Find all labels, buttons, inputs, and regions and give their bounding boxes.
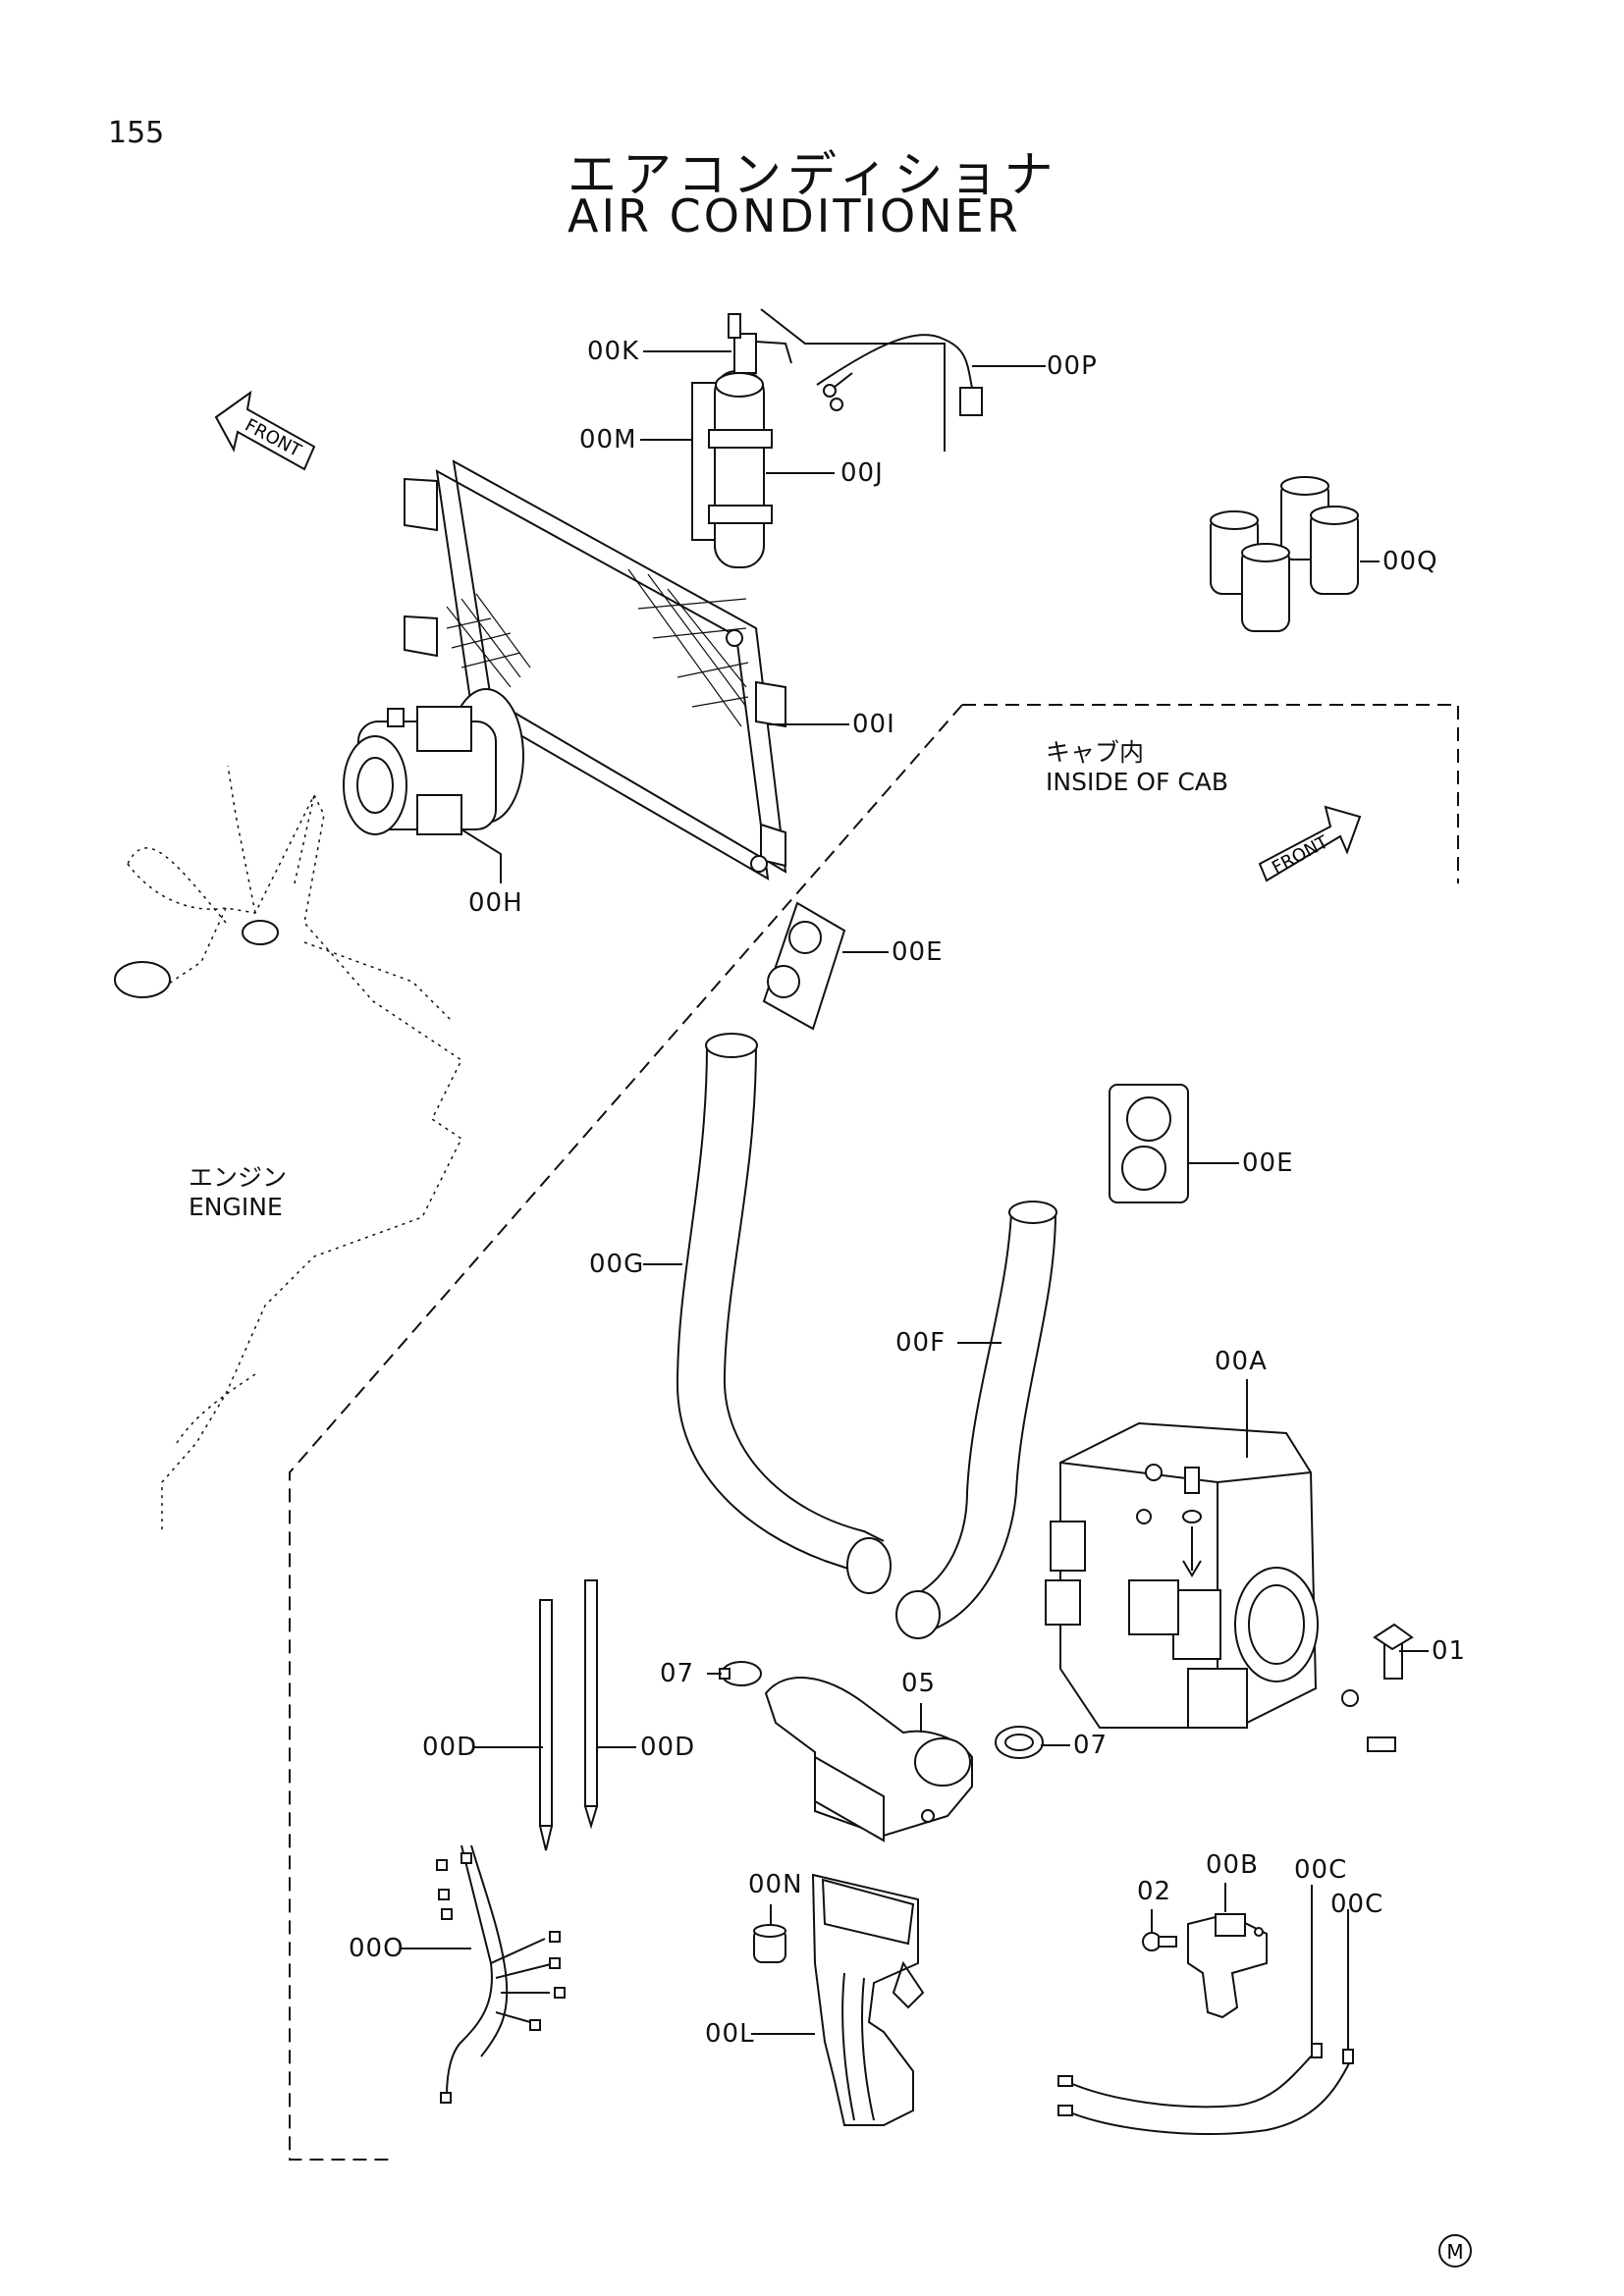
engine-area-label-en: ENGINE xyxy=(189,1193,283,1221)
callout-02: 02 xyxy=(1137,1877,1172,1906)
pressure-switch-harness xyxy=(760,308,983,452)
thermostat-bracket xyxy=(1187,1912,1268,2019)
callout-07-left: 07 xyxy=(660,1659,695,1688)
screw-02 xyxy=(1142,1932,1177,1951)
callout-00b: 00B xyxy=(1206,1850,1259,1880)
callout-00m: 00M xyxy=(579,425,637,454)
svg-text:M: M xyxy=(1446,2240,1463,2264)
callout-07-right: 07 xyxy=(1073,1731,1109,1760)
grommet-00n xyxy=(753,1924,786,1963)
callout-00o: 00O xyxy=(349,1934,405,1963)
callout-01: 01 xyxy=(1432,1636,1467,1666)
leader-lines xyxy=(401,350,1429,2050)
compressor xyxy=(343,688,524,883)
air-conditioner-unit xyxy=(1045,1421,1319,1729)
callout-00g: 00G xyxy=(589,1250,645,1279)
engine-area-label-ja: エンジン xyxy=(189,1163,288,1192)
receiver-parts-set xyxy=(1210,476,1359,632)
callout-00k: 00K xyxy=(587,337,640,366)
page-title: AIR CONDITIONER xyxy=(568,189,1021,242)
callout-00h: 00H xyxy=(468,888,523,918)
cab-area-label-en: INSIDE OF CAB xyxy=(1046,768,1229,796)
grommet-plate-lower xyxy=(1109,1084,1189,1203)
callout-00a: 00A xyxy=(1215,1347,1268,1376)
cab-boundary-diagonal xyxy=(289,704,963,2161)
condenser-core-grid xyxy=(446,568,749,727)
cab-area-label: キャブ内 INSIDE OF CAB xyxy=(1046,738,1228,797)
condenser xyxy=(404,459,787,881)
callout-00f: 00F xyxy=(895,1328,947,1358)
page-title-japanese: エアコンディショナ xyxy=(568,146,1059,203)
engine-area-label: エンジン ENGINE xyxy=(189,1163,287,1222)
callout-00p: 00P xyxy=(1047,351,1098,381)
front-arrow-cab: FRONT xyxy=(1258,805,1362,882)
callout-00j: 00J xyxy=(840,458,884,488)
callout-00c-left: 00C xyxy=(1294,1855,1348,1885)
footer-mark: M xyxy=(1438,2234,1472,2268)
hose-clamp-07-left xyxy=(719,1661,762,1686)
cab-area-label-ja: キャブ内 xyxy=(1046,738,1145,767)
callout-00e-upper: 00E xyxy=(892,937,944,967)
callout-05: 05 xyxy=(901,1669,937,1698)
front-arrow-top-left: FRONT xyxy=(214,390,316,471)
callout-00q: 00Q xyxy=(1382,547,1438,576)
page-number: 155 xyxy=(108,116,165,150)
duct-hose-g xyxy=(676,1033,892,1594)
wire-harness xyxy=(436,1844,566,2104)
drain-rods xyxy=(538,1579,599,1851)
callout-00c-right: 00C xyxy=(1330,1890,1384,1919)
cab-boundary-line xyxy=(962,704,1459,883)
drain-hoses xyxy=(1057,2043,1354,2135)
duct-00l xyxy=(811,1873,925,2126)
callout-00e-lower: 00E xyxy=(1242,1148,1294,1178)
svg-text:FRONT: FRONT xyxy=(1269,831,1332,879)
duct-hose-f xyxy=(895,1201,1057,1639)
hose-clamp-07-right xyxy=(995,1726,1044,1759)
callout-00d-right: 00D xyxy=(640,1733,696,1762)
bolt-01 xyxy=(1341,1623,1414,1752)
callout-00d-left: 00D xyxy=(422,1733,478,1762)
engine-outline xyxy=(114,765,462,1531)
callout-00n: 00N xyxy=(748,1870,803,1899)
callout-00i: 00I xyxy=(852,710,895,739)
grommet-plate-upper xyxy=(762,901,846,1031)
callout-00l: 00L xyxy=(705,2019,755,2049)
receiver-drier xyxy=(691,313,792,568)
duct-05 xyxy=(764,1677,973,1842)
